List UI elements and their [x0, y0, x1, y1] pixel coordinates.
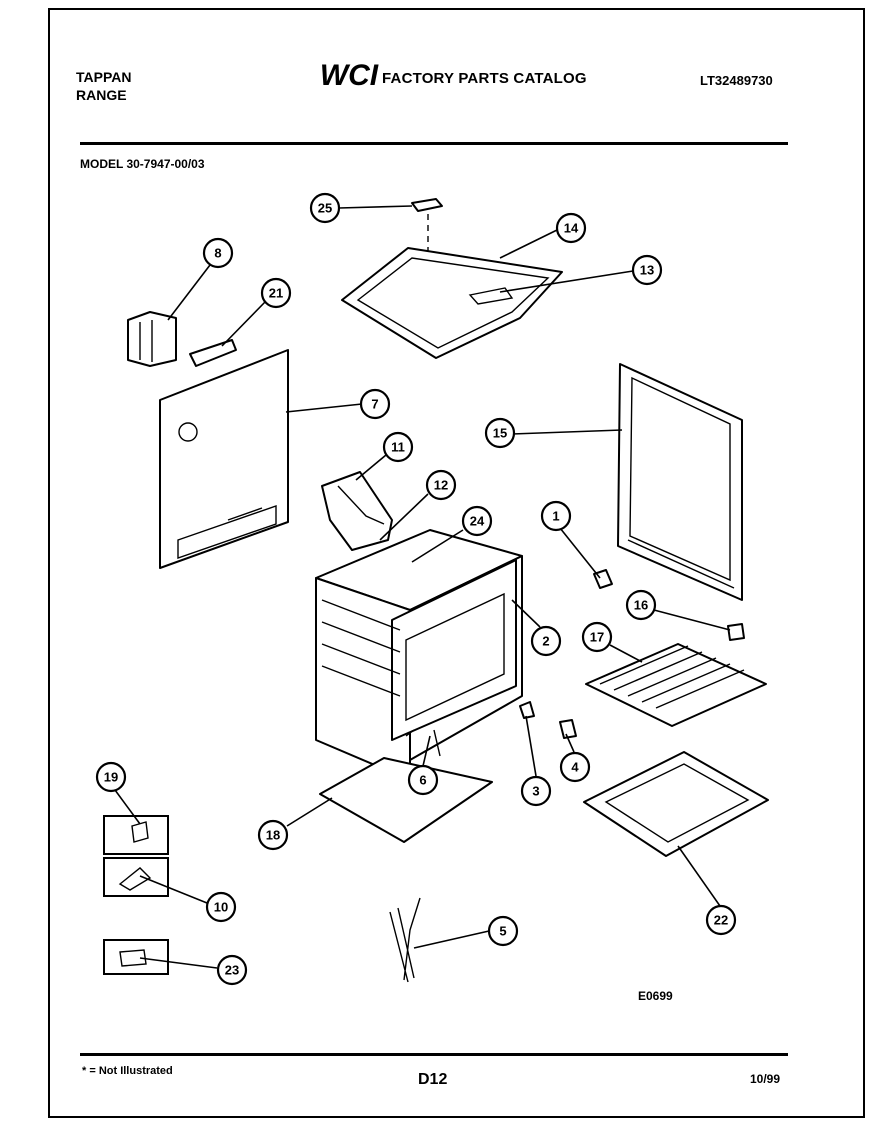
header-rule	[80, 142, 788, 145]
page-frame	[48, 8, 865, 1118]
inset-part-19	[103, 815, 169, 855]
wci-logo: WCI	[320, 59, 379, 90]
catalog-title: FACTORY PARTS CATALOG	[382, 70, 587, 87]
inset-part-23	[103, 939, 169, 975]
callout-10: 10	[205, 891, 237, 923]
svg-text:7: 7	[371, 397, 378, 412]
callout-4: 4	[559, 751, 591, 783]
footer-rule	[80, 1053, 788, 1056]
svg-text:8: 8	[214, 246, 221, 261]
part-5-wire	[389, 897, 421, 983]
callout-24: 24	[461, 505, 493, 537]
leader-lines	[114, 205, 731, 969]
part-17-oven-rack	[585, 643, 767, 727]
svg-text:22: 22	[714, 913, 728, 928]
svg-text:18: 18	[266, 828, 280, 843]
svg-text:23: 23	[225, 963, 239, 978]
callout-25: 25	[309, 192, 341, 224]
svg-text:21: 21	[269, 286, 283, 301]
callout-22: 22	[705, 904, 737, 936]
callout-6: 6	[407, 764, 439, 796]
svg-text:14: 14	[564, 221, 579, 236]
part-8-bracket	[127, 311, 177, 367]
svg-text:12: 12	[434, 478, 448, 493]
callout-17: 17	[581, 621, 613, 653]
callout-19: 19	[95, 761, 127, 793]
page-number: D12	[418, 1071, 448, 1088]
svg-text:11: 11	[391, 440, 405, 455]
brand-block: TAPPAN RANGE	[76, 68, 131, 104]
svg-text:24: 24	[470, 514, 485, 529]
part-11-duct	[321, 471, 393, 551]
brand-line-2: RANGE	[76, 87, 127, 103]
svg-text:13: 13	[640, 263, 654, 278]
callout-13: 13	[631, 254, 663, 286]
svg-text:25: 25	[318, 201, 332, 216]
inset-part-10	[103, 857, 169, 897]
svg-text:1: 1	[552, 509, 559, 524]
svg-text:5: 5	[499, 924, 506, 939]
callout-2: 2	[530, 625, 562, 657]
callout-3: 3	[520, 775, 552, 807]
callout-12: 12	[425, 469, 457, 501]
svg-text:2: 2	[542, 634, 549, 649]
part-16-leveler	[727, 623, 745, 641]
part-18-bottom-panel	[319, 757, 493, 843]
svg-text:19: 19	[104, 770, 118, 785]
revision-date: 10/99	[750, 1072, 781, 1086]
part-22-broiler-pan	[583, 751, 769, 857]
part-14-cooktop	[341, 247, 563, 359]
callout-23: 23	[216, 954, 248, 986]
svg-text:15: 15	[493, 426, 507, 441]
callout-8: 8	[202, 237, 234, 269]
part-7-back-panel	[159, 349, 289, 569]
part-4-bulb-cover	[559, 719, 577, 739]
callout-7: 7	[359, 388, 391, 420]
callout-15: 15	[484, 417, 516, 449]
callout-21: 21	[260, 277, 292, 309]
document-id: LT32489730	[700, 73, 773, 88]
callout-14: 14	[555, 212, 587, 244]
model-number: MODEL 30-7947-00/03	[80, 157, 205, 171]
part-21-bracket	[189, 339, 237, 367]
callout-1: 1	[540, 500, 572, 532]
part-2-oven-body	[315, 529, 523, 781]
diagram-code: E0699	[638, 989, 673, 1003]
svg-text:3: 3	[532, 784, 539, 799]
svg-text:10: 10	[214, 900, 228, 915]
svg-text:16: 16	[634, 598, 648, 613]
part-15-door	[617, 363, 743, 601]
callout-16: 16	[625, 589, 657, 621]
brand-line-1: TAPPAN	[76, 69, 132, 85]
callout-18: 18	[257, 819, 289, 851]
part-1-knob	[593, 569, 613, 589]
part-3-socket	[519, 701, 535, 719]
callout-11: 11	[382, 431, 414, 463]
svg-text:6: 6	[419, 773, 426, 788]
footnote: * = Not Illustrated	[82, 1065, 173, 1077]
part-6-pin	[405, 729, 441, 757]
wci-logo-text: WCI	[320, 59, 379, 90]
callout-5: 5	[487, 915, 519, 947]
svg-text:17: 17	[590, 630, 604, 645]
svg-text:4: 4	[571, 760, 579, 775]
